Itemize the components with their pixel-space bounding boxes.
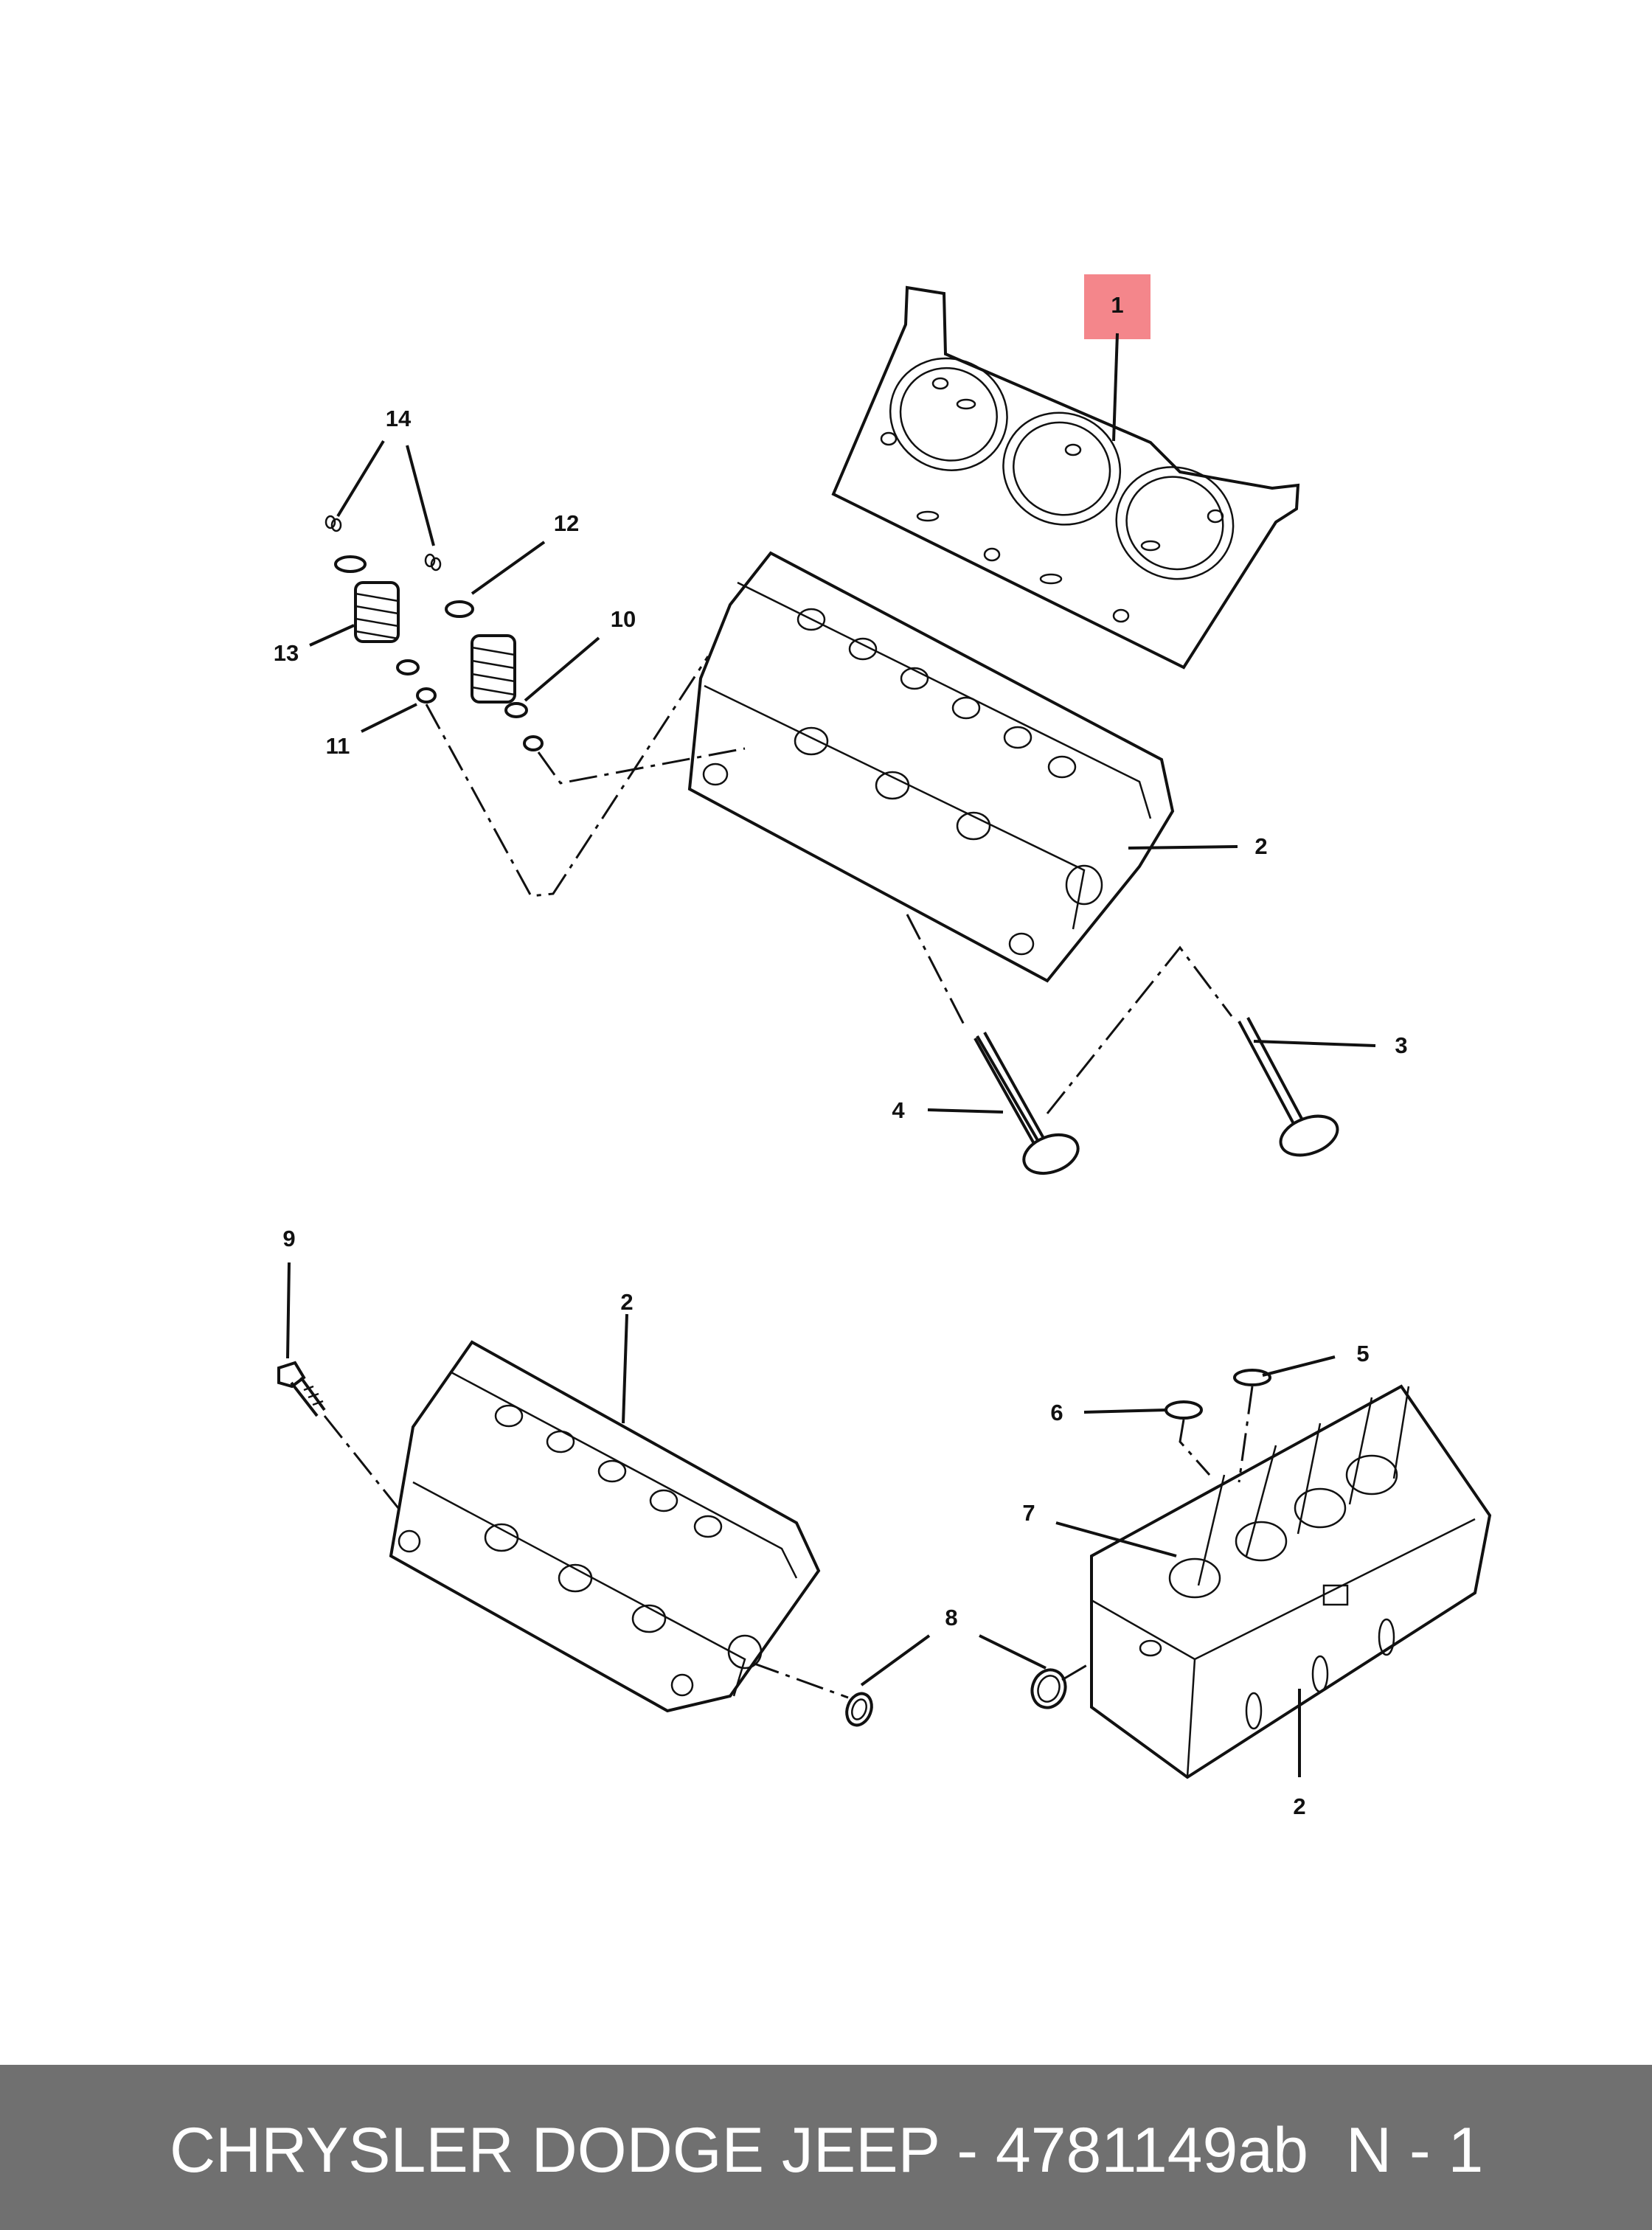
- footer-page-number: N - 1: [1346, 2115, 1484, 2186]
- head-bolt: [277, 1361, 326, 1417]
- callout-2-upper: 2: [1254, 833, 1267, 859]
- callout-6: 6: [1050, 1400, 1063, 1425]
- head-gasket: [831, 285, 1300, 670]
- footer-title: CHRYSLER DODGE JEEP - 4781149ab: [170, 2115, 1308, 2186]
- valve-intake: [974, 1032, 1080, 1175]
- cylinder-head-lower-left: [389, 1340, 821, 1713]
- parts-diagram: 1 2: [274, 274, 1492, 1819]
- callout-3: 3: [1395, 1032, 1407, 1058]
- callout-13: 13: [274, 640, 299, 666]
- callout-12: 12: [554, 510, 579, 536]
- callout-11: 11: [326, 733, 350, 759]
- callout-5: 5: [1356, 1341, 1369, 1366]
- callout-2-lower-right: 2: [1293, 1793, 1305, 1819]
- callout-2-lower-left: 2: [620, 1289, 633, 1315]
- valve-seal-5: [1233, 1369, 1271, 1386]
- callout-4: 4: [892, 1097, 905, 1123]
- valve-spring-assembly-right: [424, 553, 544, 751]
- callout-9: 9: [282, 1226, 295, 1251]
- callout-14: 14: [386, 406, 412, 431]
- seal-right: [1030, 1668, 1067, 1709]
- seal-left: [845, 1692, 873, 1727]
- callout-1-highlight: [1084, 274, 1150, 339]
- callout-10: 10: [611, 606, 636, 632]
- callout-1: 1: [1111, 292, 1123, 318]
- valve-spring-assembly-left: [324, 515, 437, 704]
- cylinder-head-lower-right: [1090, 1384, 1492, 1779]
- valve-exhaust: [1238, 1017, 1339, 1157]
- callout-8: 8: [945, 1605, 957, 1630]
- footer-bar: CHRYSLER DODGE JEEP - 4781149ab N - 1: [0, 2065, 1652, 2230]
- cylinder-head-upper: [687, 551, 1175, 983]
- callout-7: 7: [1022, 1500, 1035, 1526]
- valve-seal-6: [1165, 1400, 1203, 1420]
